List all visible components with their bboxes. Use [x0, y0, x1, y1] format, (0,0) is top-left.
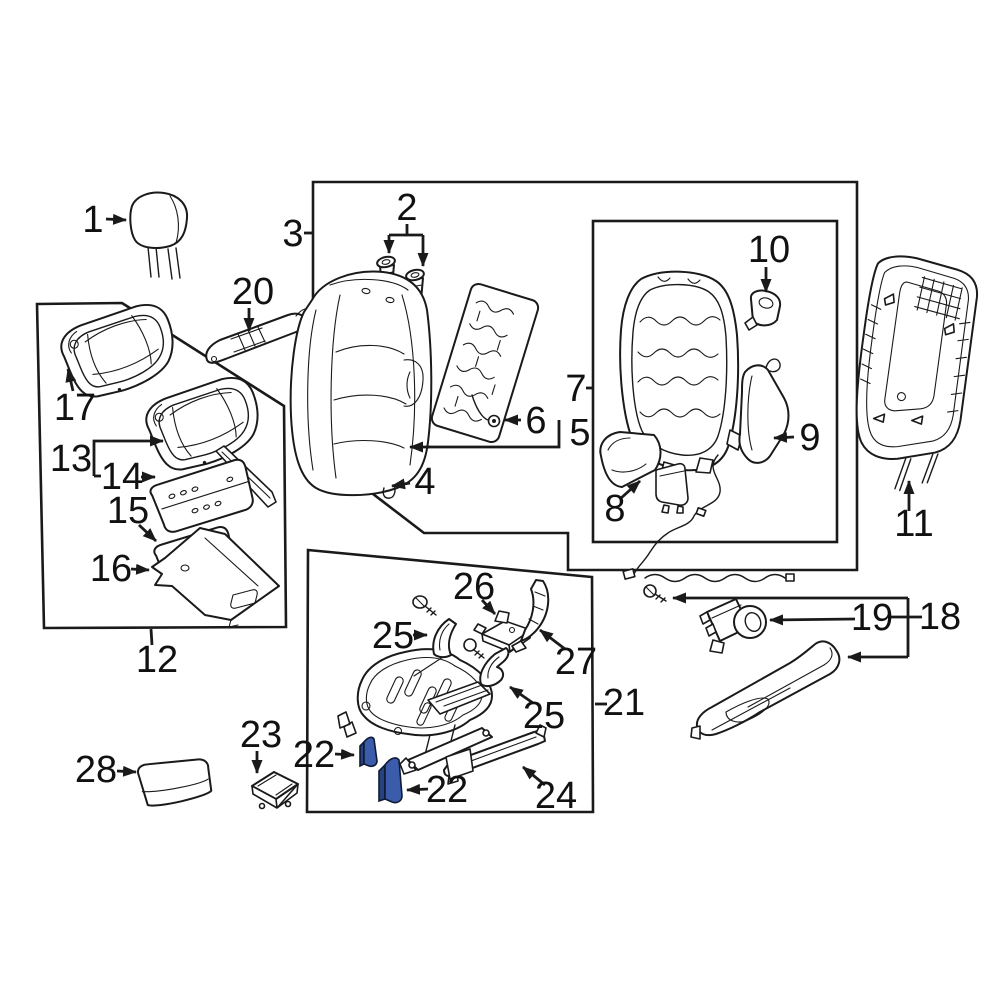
leader-28	[116, 765, 137, 777]
part-foam-block-28	[137, 758, 213, 807]
callout-label-22a: 22	[293, 734, 335, 776]
callout-label-25a: 25	[372, 615, 414, 657]
callout-label-9: 9	[799, 417, 820, 459]
callout-label-23: 23	[240, 714, 282, 756]
part-22b-side-face	[378, 763, 386, 803]
leader-12	[149, 628, 154, 646]
callout-label-5: 5	[569, 412, 590, 454]
callout-label-14: 14	[101, 456, 143, 498]
leader-16	[130, 563, 150, 575]
group-box-back-frame	[591, 219, 839, 544]
callout-label-24: 24	[535, 775, 577, 817]
callout-label-2: 2	[396, 187, 417, 229]
part-headrest	[129, 191, 189, 280]
part-side-shield-18	[690, 640, 841, 740]
callout-label-21: 21	[603, 682, 645, 724]
callout-label-3: 3	[282, 213, 303, 255]
callout-label-15: 15	[107, 490, 149, 532]
part-shield-screw	[643, 584, 667, 603]
leader-27	[539, 628, 566, 651]
callout-label-10: 10	[748, 229, 790, 271]
part-lever-25-lower	[479, 647, 510, 688]
part-floor-panel-16	[151, 527, 280, 628]
part-belt-guide-27	[511, 579, 550, 653]
callout-label-28: 28	[75, 749, 117, 791]
part-track-screw	[412, 595, 437, 616]
callout-label-26: 26	[453, 566, 495, 608]
callout-label-17: 17	[54, 387, 96, 429]
part-heater-mat	[430, 282, 540, 444]
callout-label-1: 1	[82, 199, 103, 241]
part-22a-main-face	[363, 736, 378, 768]
part-track-bolt	[463, 638, 485, 659]
leader-1	[105, 213, 127, 225]
part-guide-retainer-10	[744, 289, 782, 331]
callout-label-18: 18	[919, 596, 961, 638]
callout-label-11: 11	[894, 503, 933, 545]
callout-label-20: 20	[232, 271, 274, 313]
leader-5-bracket	[428, 420, 561, 449]
leader-13-bracket	[92, 439, 160, 476]
part-seat-track-assembly	[337, 648, 493, 775]
callout-label-6: 6	[525, 400, 546, 442]
callout-label-7: 7	[565, 368, 586, 410]
callout-leaders	[65, 213, 922, 795]
part-control-module-23	[251, 771, 299, 810]
callout-labels: 1 2 3 4 5 6 7 8 9 10 11 12 13 14 15 16 1…	[50, 187, 961, 817]
callout-label-22b: 22	[426, 769, 468, 811]
part-back-panel-11	[855, 255, 979, 492]
callout-label-13: 13	[50, 438, 92, 480]
callout-label-12: 12	[136, 639, 178, 681]
leader-22a	[334, 748, 355, 760]
callout-label-8: 8	[604, 488, 625, 530]
group-box-track	[305, 548, 595, 814]
leader-4	[391, 478, 411, 490]
callout-label-16: 16	[90, 548, 132, 590]
part-side-member-24	[443, 724, 547, 785]
part-22b-main-face	[384, 757, 403, 804]
part-side-airbag	[738, 358, 790, 464]
part-bracket-25-upper	[413, 618, 457, 677]
callout-label-4: 4	[414, 461, 435, 503]
leader-8	[619, 479, 641, 501]
callout-label-27: 27	[555, 641, 597, 683]
leader-26	[480, 599, 497, 615]
part-wire-harness	[622, 454, 795, 583]
part-track-cover-22-rear	[378, 757, 403, 804]
part-track-cover-22-front	[359, 736, 378, 768]
leader-9	[773, 431, 795, 443]
callout-label-19: 19	[851, 597, 893, 639]
part-seat-pad-14	[149, 458, 254, 533]
part-lumbar-support	[599, 431, 689, 514]
leader-19	[769, 614, 856, 626]
callout-label-25b: 25	[523, 695, 565, 737]
part-recliner-knob-19	[699, 598, 767, 654]
leader-25b	[509, 685, 534, 705]
part-seat-back-cover	[289, 270, 433, 499]
group-box-cushion	[35, 301, 288, 630]
leader-17	[65, 368, 77, 392]
leader-22b	[406, 783, 429, 795]
leader-15	[138, 523, 157, 543]
leader-24	[522, 765, 546, 787]
